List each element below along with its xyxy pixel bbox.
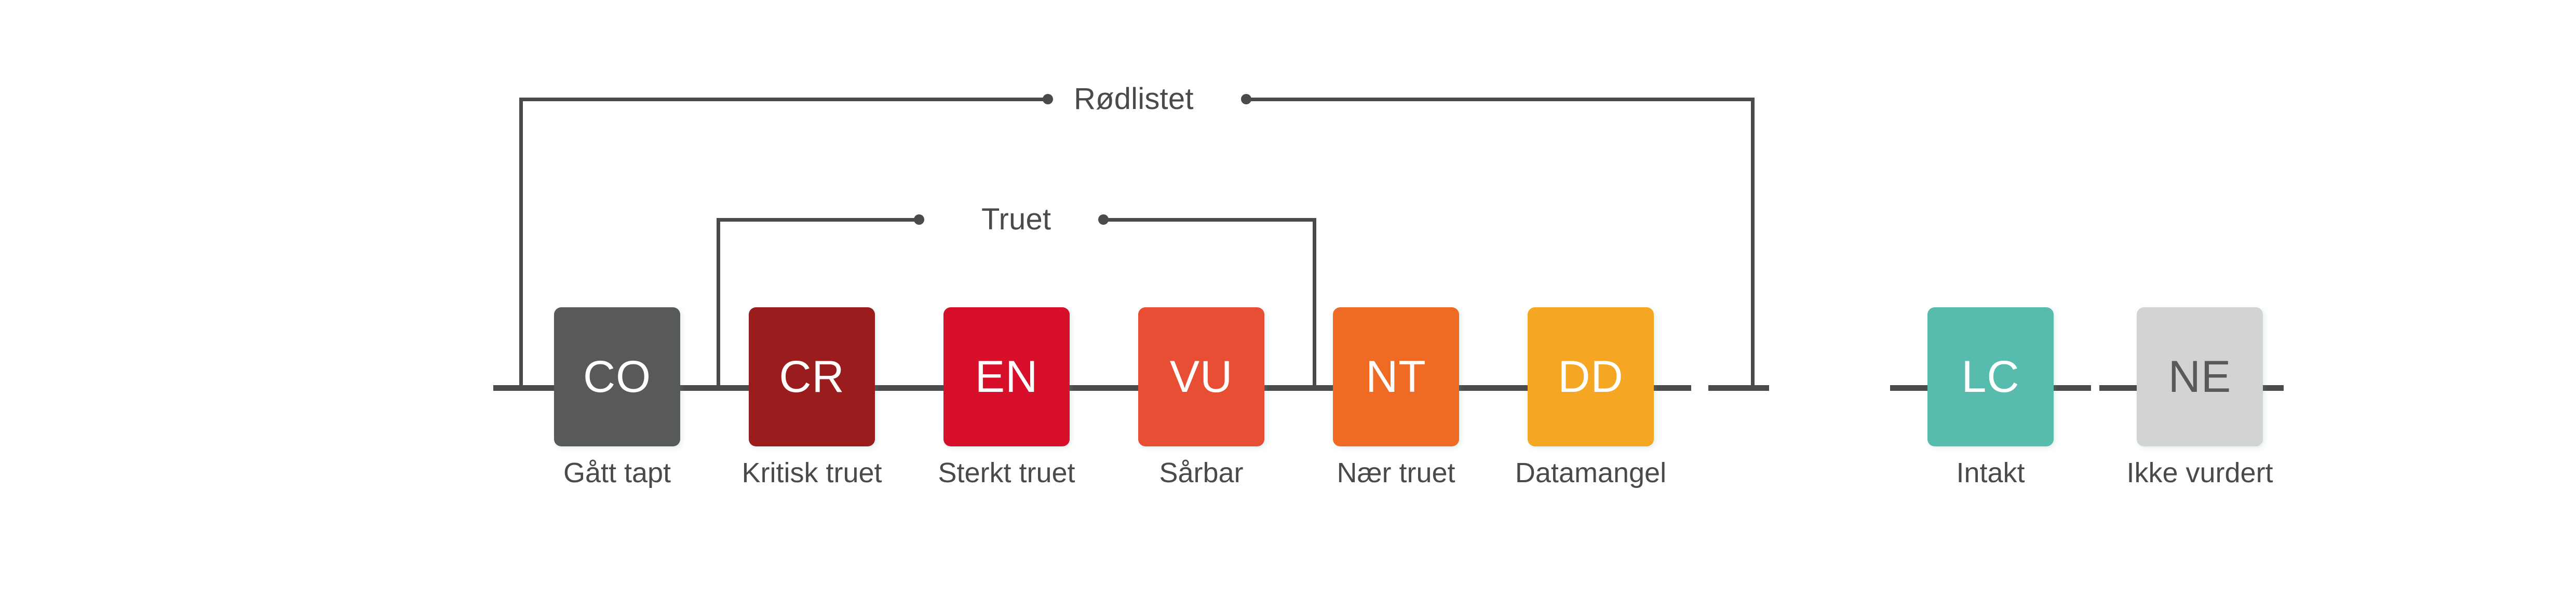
- threatened-bracket-left-dot: [914, 214, 924, 225]
- category-label-endangered: Sterkt truet: [938, 457, 1075, 488]
- axis-segment-cr-en: [875, 385, 943, 391]
- category-vulnerable[interactable]: VU Sårbar: [1138, 307, 1264, 487]
- axis-segment-co-cr: [680, 385, 749, 391]
- category-label-near-threatened: Nær truet: [1337, 457, 1455, 488]
- category-box-endangered[interactable]: EN: [943, 307, 1070, 446]
- category-label-not-evaluated: Ikke vurdert: [2126, 457, 2273, 488]
- category-label-vulnerable: Sårbar: [1159, 457, 1244, 488]
- axis-segment-dd-tail: [1708, 385, 1769, 391]
- category-box-collapsed[interactable]: CO: [554, 307, 680, 446]
- category-critically-endangered[interactable]: CR Kritisk truet: [741, 307, 882, 487]
- category-box-vulnerable[interactable]: VU: [1138, 307, 1264, 446]
- category-label-data-deficient: Datamangel: [1515, 457, 1667, 488]
- threatened-bracket-left-stem: [717, 218, 720, 388]
- axis-segment-lc-lead: [1890, 385, 1927, 391]
- axis-segment-en-vu: [1070, 385, 1138, 391]
- category-code-vulnerable: VU: [1169, 352, 1233, 402]
- axis-segment-dd-lead: [1654, 385, 1691, 391]
- redlisted-bracket-label: Rødlistet: [1074, 82, 1194, 116]
- axis-segment-vu-nt: [1264, 385, 1333, 391]
- category-not-evaluated[interactable]: NE Ikke vurdert: [2126, 307, 2273, 487]
- category-box-critically-endangered[interactable]: CR: [749, 307, 875, 446]
- category-code-data-deficient: DD: [1558, 352, 1624, 402]
- category-label-collapsed: Gått tapt: [563, 457, 671, 488]
- category-code-not-evaluated: NE: [2168, 352, 2232, 402]
- category-collapsed[interactable]: CO Gått tapt: [554, 307, 680, 487]
- axis-segment-lc-ne: [2054, 385, 2091, 391]
- category-code-endangered: EN: [975, 352, 1039, 402]
- axis-segment-right-tail: [2246, 385, 2284, 391]
- category-box-data-deficient[interactable]: DD: [1528, 307, 1654, 446]
- axis-segment-nt-dd: [1459, 385, 1528, 391]
- category-box-least-concern[interactable]: LC: [1927, 307, 2054, 446]
- redlisted-bracket-left-arm: [519, 98, 1048, 101]
- redlisted-bracket-right-stem: [1751, 98, 1755, 388]
- threatened-bracket-right-arm: [1103, 218, 1316, 222]
- axis-segment-left-lead: [493, 385, 554, 391]
- redlisted-bracket-left-dot: [1043, 94, 1053, 104]
- threatened-bracket-right-stem: [1313, 218, 1316, 388]
- category-label-critically-endangered: Kritisk truet: [741, 457, 882, 488]
- category-box-not-evaluated[interactable]: NE: [2137, 307, 2263, 446]
- redlisted-bracket-right-arm: [1246, 98, 1755, 101]
- redlisted-bracket-left-stem: [519, 98, 523, 388]
- category-code-collapsed: CO: [583, 352, 651, 402]
- category-near-threatened[interactable]: NT Nær truet: [1333, 307, 1459, 487]
- category-least-concern[interactable]: LC Intakt: [1927, 307, 2054, 487]
- category-box-near-threatened[interactable]: NT: [1333, 307, 1459, 446]
- axis-segment-ne-lead: [2099, 385, 2137, 391]
- category-endangered[interactable]: EN Sterkt truet: [938, 307, 1075, 487]
- category-data-deficient[interactable]: DD Datamangel: [1515, 307, 1666, 487]
- category-code-critically-endangered: CR: [779, 352, 845, 402]
- category-label-least-concern: Intakt: [1956, 457, 2025, 488]
- category-code-least-concern: LC: [1961, 352, 2020, 402]
- threatened-bracket-left-arm: [717, 218, 919, 222]
- category-code-near-threatened: NT: [1366, 352, 1426, 402]
- threatened-bracket-label: Truet: [981, 202, 1051, 236]
